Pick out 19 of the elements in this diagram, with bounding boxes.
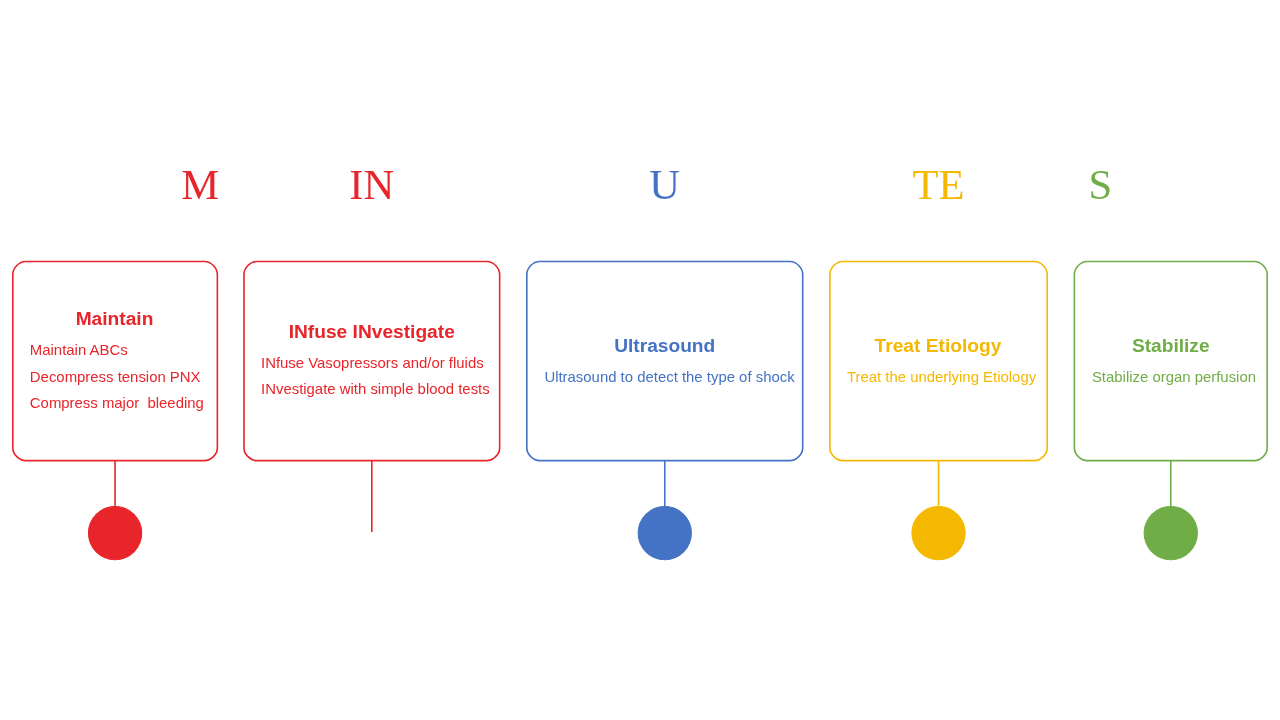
connector bbox=[114, 460, 116, 508]
label: TE bbox=[912, 160, 965, 208]
node-box: Stabilize Stabilize organ perfusion bbox=[1073, 260, 1268, 462]
label: M bbox=[181, 160, 220, 208]
node-circle bbox=[637, 505, 692, 561]
node-box: Maintain Maintain ABCs Decompress tension PNX Compress major bleeding bbox=[12, 260, 219, 462]
connector bbox=[1169, 460, 1172, 508]
label: IN bbox=[349, 160, 395, 208]
connector bbox=[371, 460, 373, 533]
node-circle bbox=[911, 505, 966, 561]
node-box: Ultrasound Ultrasound to detect the type of shock bbox=[526, 260, 804, 462]
node-box: INfuse INvestigate INfuse Vasopressors and/or fluids INvestigate with simple blood tests bbox=[243, 260, 501, 462]
connector bbox=[937, 460, 940, 508]
label: U bbox=[649, 160, 681, 208]
node-box: Treat Etiology Treat the underlying Etiology bbox=[829, 260, 1048, 462]
node-circle bbox=[87, 505, 143, 561]
connector bbox=[663, 460, 666, 508]
label: S bbox=[1088, 160, 1113, 208]
node-circle bbox=[1143, 505, 1198, 561]
